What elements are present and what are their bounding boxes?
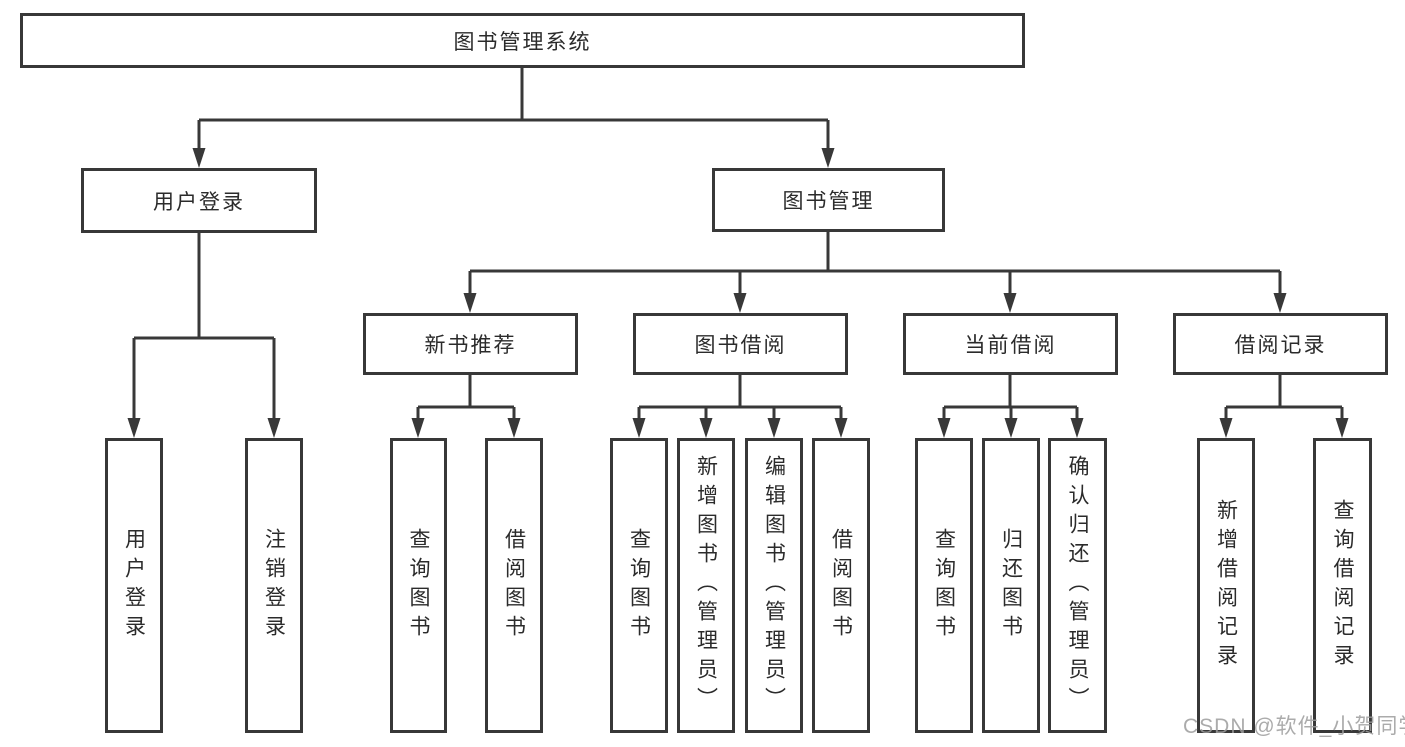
- node-current-borrowing: 当前借阅: [903, 313, 1118, 375]
- leaf-query-books-current: 查询图书: [915, 438, 973, 733]
- leaf-query-borrow-record: 查询借阅记录: [1313, 438, 1372, 733]
- leaf-edit-books-admin: 编辑图书（管理员）: [745, 438, 803, 733]
- node-borrow-records: 借阅记录: [1173, 313, 1388, 375]
- leaf-query-books-borrowing: 查询图书: [610, 438, 668, 733]
- leaf-add-borrow-record: 新增借阅记录: [1197, 438, 1255, 733]
- node-book-management-branch: 图书管理: [712, 168, 945, 232]
- leaf-borrow-books: 借阅图书: [812, 438, 870, 733]
- node-book-borrowing: 图书借阅: [633, 313, 848, 375]
- node-root-system: 图书管理系统: [20, 13, 1025, 68]
- leaf-user-login: 用户登录: [105, 438, 163, 733]
- node-user-login-branch: 用户登录: [81, 168, 317, 233]
- leaf-logout: 注销登录: [245, 438, 303, 733]
- leaf-return-books: 归还图书: [982, 438, 1040, 733]
- leaf-borrow-books-recommend: 借阅图书: [485, 438, 543, 733]
- leaf-add-books-admin: 新增图书（管理员）: [677, 438, 735, 733]
- csdn-watermark: CSDN @软件_小贺同学: [1183, 715, 1405, 738]
- leaf-confirm-return-admin: 确认归还（管理员）: [1048, 438, 1107, 733]
- node-new-book-recommend: 新书推荐: [363, 313, 578, 375]
- leaf-query-books-recommend: 查询图书: [390, 438, 447, 733]
